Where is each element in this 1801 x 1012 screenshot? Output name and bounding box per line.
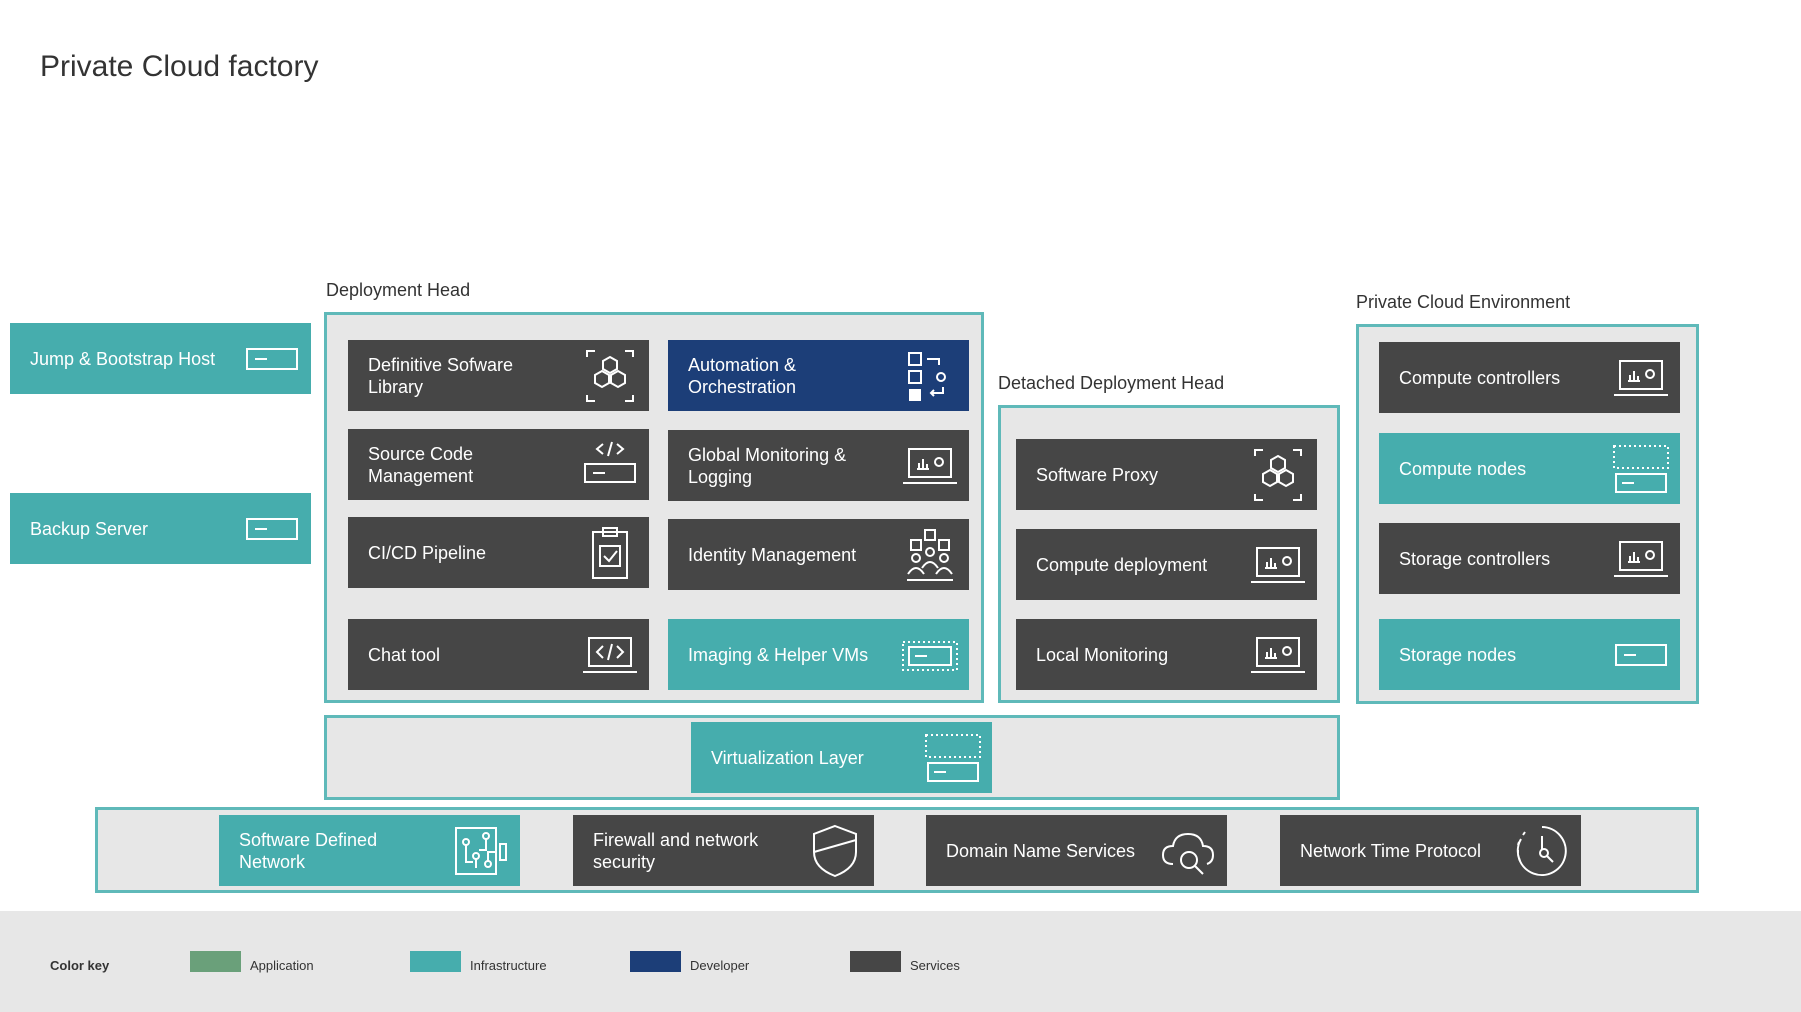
automation-icon	[901, 347, 959, 405]
storage-nodes-box[interactable]: Storage nodes	[1379, 619, 1680, 690]
cicd-pipeline-label: CI/CD Pipeline	[368, 542, 487, 563]
definitive-software-library-label: Definitive Sofware Library	[368, 354, 514, 397]
compute-controllers-box[interactable]: Compute controllers	[1379, 342, 1680, 413]
code-laptop-icon	[581, 626, 639, 684]
services-legend-label: Services	[910, 958, 960, 973]
server-icon	[243, 330, 301, 388]
people-group-icon	[901, 526, 959, 584]
compute-deployment-label: Compute deployment	[1036, 554, 1208, 575]
domain-name-services-label: Domain Name Services	[946, 840, 1136, 861]
monitoring-laptop-icon	[1612, 349, 1670, 407]
cicd-pipeline-box[interactable]: CI/CD Pipeline	[348, 517, 649, 588]
identity-management-box[interactable]: Identity Management	[668, 519, 969, 590]
source-code-management-box[interactable]: Source Code Management	[348, 429, 649, 500]
software-proxy-box[interactable]: Software Proxy	[1016, 439, 1317, 510]
color-key: Color key Application Infrastructure Dev…	[0, 911, 1801, 1012]
deployment-head-label: Deployment Head	[326, 280, 471, 300]
global-monitoring-logging-label: Global Monitoring & Logging	[688, 444, 847, 487]
global-monitoring-logging-box[interactable]: Global Monitoring & Logging	[668, 430, 969, 501]
monitoring-laptop-icon	[1249, 536, 1307, 594]
firewall-network-security-label: Firewall and network security	[593, 829, 759, 872]
clipboard-check-icon	[581, 524, 639, 582]
compute-nodes-label: Compute nodes	[1399, 458, 1527, 479]
hexagons-icon	[581, 347, 639, 405]
virtual-machine-icon	[901, 626, 959, 684]
circuit-icon	[452, 822, 510, 880]
developer-swatch	[630, 951, 681, 972]
server-icon	[243, 500, 301, 558]
code-server-icon	[581, 436, 639, 494]
infrastructure-legend-label: Infrastructure	[470, 958, 547, 973]
imaging-helper-vms-box[interactable]: Imaging & Helper VMs	[668, 619, 969, 690]
hexagons-icon	[1249, 446, 1307, 504]
developer-legend-label: Developer	[690, 958, 750, 973]
services-swatch	[850, 951, 901, 972]
compute-nodes-box[interactable]: Compute nodes	[1379, 433, 1680, 504]
cloud-search-icon	[1159, 822, 1217, 880]
source-code-management-label: Source Code Management	[368, 443, 474, 486]
local-monitoring-label: Local Monitoring	[1036, 644, 1169, 665]
domain-name-services-box[interactable]: Domain Name Services	[926, 815, 1227, 886]
monitoring-laptop-icon	[1612, 530, 1670, 588]
compute-deployment-box[interactable]: Compute deployment	[1016, 529, 1317, 600]
definitive-software-library-box[interactable]: Definitive Sofware Library	[348, 340, 649, 411]
network-time-protocol-box[interactable]: Network Time Protocol	[1280, 815, 1581, 886]
software-proxy-label: Software Proxy	[1036, 464, 1159, 485]
color-key-title: Color key	[50, 958, 110, 973]
server-icon	[1612, 626, 1670, 684]
detached-deployment-head-label: Detached Deployment Head	[998, 373, 1225, 393]
private-cloud-environment-label: Private Cloud Environment	[1356, 292, 1571, 312]
storage-nodes-label: Storage nodes	[1399, 644, 1517, 665]
backup-server-box[interactable]: Backup Server	[10, 493, 311, 564]
automation-orchestration-box[interactable]: Automation & Orchestration	[668, 340, 969, 411]
chat-tool-label: Chat tool	[368, 644, 441, 665]
identity-management-label: Identity Management	[688, 544, 857, 565]
application-swatch	[190, 951, 241, 972]
storage-controllers-box[interactable]: Storage controllers	[1379, 523, 1680, 594]
software-defined-network-box[interactable]: Software Defined Network	[219, 815, 520, 886]
firewall-network-security-box[interactable]: Firewall and network security	[573, 815, 874, 886]
clock-icon	[1513, 822, 1571, 880]
network-time-protocol-label: Network Time Protocol	[1300, 840, 1482, 861]
virtual-machine-icon	[924, 729, 982, 787]
backup-server-label: Backup Server	[30, 518, 149, 539]
local-monitoring-box[interactable]: Local Monitoring	[1016, 619, 1317, 690]
automation-orchestration-label: Automation & Orchestration	[688, 354, 797, 397]
jump-bootstrap-host-box[interactable]: Jump & Bootstrap Host	[10, 323, 311, 394]
software-defined-network-label: Software Defined Network	[239, 829, 378, 872]
imaging-helper-vms-label: Imaging & Helper VMs	[688, 644, 869, 665]
virtual-machine-icon	[1612, 440, 1670, 498]
monitoring-laptop-icon	[901, 437, 959, 495]
jump-bootstrap-host-label: Jump & Bootstrap Host	[30, 348, 216, 369]
shield-icon	[806, 822, 864, 880]
chat-tool-box[interactable]: Chat tool	[348, 619, 649, 690]
virtualization-layer-box[interactable]: Virtualization Layer	[691, 722, 992, 793]
compute-controllers-label: Compute controllers	[1399, 367, 1561, 388]
virtualization-layer-label: Virtualization Layer	[711, 747, 864, 768]
application-legend-label: Application	[250, 958, 314, 973]
monitoring-laptop-icon	[1249, 626, 1307, 684]
page-title: Private Cloud factory	[40, 50, 319, 83]
storage-controllers-label: Storage controllers	[1399, 548, 1551, 569]
infrastructure-swatch	[410, 951, 461, 972]
